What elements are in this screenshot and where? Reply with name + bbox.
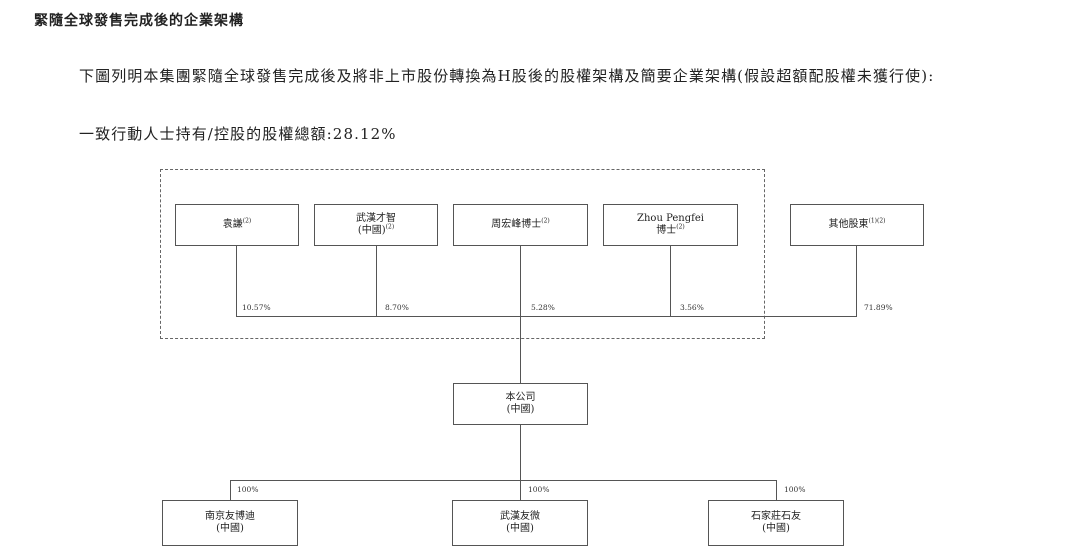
subsidiary-name: 石家莊石友	[751, 511, 801, 522]
ownership-percentage: 3.56%	[680, 303, 704, 312]
connector-line	[856, 246, 857, 317]
connector-line	[230, 480, 777, 481]
connector-line	[520, 316, 521, 383]
company-box: 本公司 (中國)	[453, 383, 588, 425]
ownership-percentage: 100%	[237, 485, 259, 494]
shareholder-box-wuhan-caizhi: 武漢才智 (中國)(2)	[314, 204, 438, 246]
ownership-percentage: 5.28%	[531, 303, 555, 312]
connector-line	[236, 246, 237, 317]
shareholder-box-other-shareholders: 其他股東(1)(2)	[790, 204, 924, 246]
shareholder-name: Zhou Pengfei	[637, 213, 704, 224]
shareholder-box-zhou-pengfei: Zhou Pengfei 博士(2)	[603, 204, 738, 246]
section-heading: 緊隨全球發售完成後的企業架構	[34, 13, 244, 29]
shareholder-name: 其他股東(1)(2)	[828, 217, 886, 230]
connector-line	[776, 480, 777, 500]
connector-line	[520, 480, 521, 500]
shareholder-name: 袁謙(2)	[222, 217, 252, 230]
intro-paragraph: 下圖列明本集團緊隨全球發售完成後及將非上市股份轉換為H股後的股權架構及簡要企業架…	[79, 67, 935, 85]
subsidiary-name: 南京友博迪	[205, 511, 255, 522]
shareholder-name: 武漢才智	[356, 213, 396, 224]
connector-line	[520, 425, 521, 480]
connector-line	[236, 316, 857, 317]
shareholder-box-yuan-qian: 袁謙(2)	[175, 204, 299, 246]
concert-party-total: 一致行動人士持有/控股的股權總額:28.12%	[79, 125, 397, 143]
ownership-percentage: 71.89%	[864, 303, 893, 312]
ownership-percentage: 100%	[528, 485, 550, 494]
connector-line	[520, 246, 521, 317]
company-name: 本公司	[505, 392, 536, 403]
subsidiary-box-nanjing: 南京友博迪 (中國)	[162, 500, 298, 546]
subsidiary-jurisdiction: (中國)	[762, 523, 790, 534]
ownership-percentage: 100%	[784, 485, 806, 494]
connector-line	[230, 480, 231, 500]
subsidiary-name: 武漢友微	[500, 511, 540, 522]
concert-party-group-border	[160, 169, 765, 339]
company-jurisdiction: (中國)	[506, 404, 535, 415]
shareholder-name: 周宏峰博士(2)	[491, 217, 550, 230]
shareholder-title: 博士(2)	[656, 223, 685, 236]
subsidiary-jurisdiction: (中國)	[216, 523, 244, 534]
subsidiary-box-shijiazhuang: 石家莊石友 (中國)	[708, 500, 844, 546]
shareholder-box-zhou-hongfeng: 周宏峰博士(2)	[453, 204, 588, 246]
shareholder-jurisdiction: (中國)(2)	[357, 223, 395, 236]
connector-line	[670, 246, 671, 317]
ownership-percentage: 10.57%	[242, 303, 271, 312]
ownership-percentage: 8.70%	[385, 303, 409, 312]
subsidiary-box-wuhan: 武漢友微 (中國)	[452, 500, 588, 546]
subsidiary-jurisdiction: (中國)	[506, 523, 534, 534]
connector-line	[376, 246, 377, 317]
